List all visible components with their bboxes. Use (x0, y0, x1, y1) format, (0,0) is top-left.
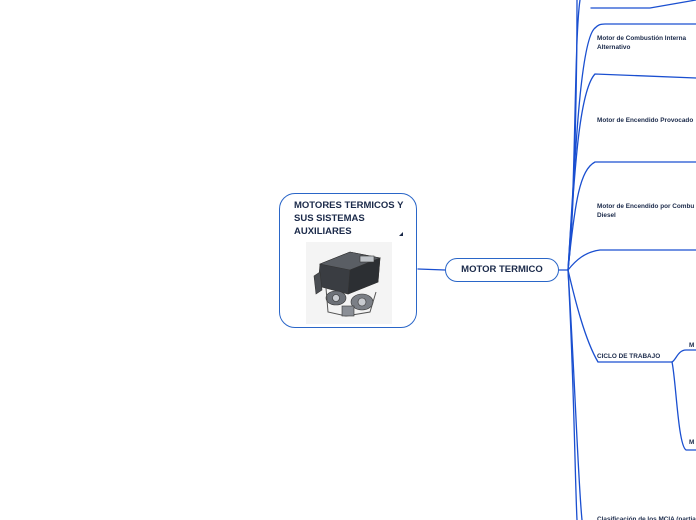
branch-label-line: Alternativo (597, 44, 631, 51)
branch-encendido-provocado[interactable]: Motor de Encendido Provocado (597, 116, 693, 125)
sub-connector-2 (671, 361, 696, 451)
root-topic-node[interactable]: MOTORES TERMICOS Y SUS SISTEMAS AUXILIAR… (279, 193, 417, 328)
engine-image (306, 242, 392, 324)
branch-connector-3 (567, 161, 696, 271)
collapse-triangle-icon[interactable] (399, 232, 403, 236)
branch-label-line: Motor de Encendido Provocado (597, 117, 694, 124)
branch-combustion-interna[interactable]: Motor de Combustión Interna Alternativo (597, 34, 686, 52)
branch-label-line: Motor de Encendido por Combu (597, 203, 695, 210)
branch-connector-2 (567, 73, 696, 271)
branch-ciclo-de-trabajo[interactable]: CICLO DE TRABAJO (597, 352, 660, 361)
branch-label-line: Motor de Combustión Interna (597, 35, 687, 42)
root-to-motor-connector (417, 268, 446, 271)
branch-connector-top-line (590, 0, 696, 9)
motor-termico-node[interactable]: MOTOR TERMICO (445, 258, 559, 282)
branch-connector-ciclo (567, 269, 673, 363)
branch-clasificacion-partial[interactable]: Clasificación de los MCIA (partial) (597, 516, 696, 520)
sub-branch-2[interactable]: M (689, 439, 695, 446)
sub-connector-1 (671, 349, 696, 363)
branch-connector-4 (567, 249, 696, 271)
root-topic-title: MOTORES TERMICOS Y SUS SISTEMAS AUXILIAR… (294, 200, 404, 237)
branch-label-line: Diesel (597, 212, 616, 219)
sub-branch-1[interactable]: M (689, 342, 695, 349)
branch-label-line: CICLO DE TRABAJO (597, 353, 661, 360)
branch-encendido-compresion[interactable]: Motor de Encendido por Combu Diesel (597, 202, 694, 220)
